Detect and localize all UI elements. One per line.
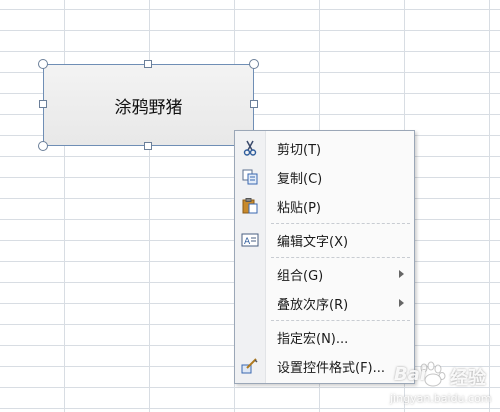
menu-item-label: 叠放次序(R) [277, 297, 349, 313]
baidu-watermark: Bai 经验 jingyan.baidu.com [384, 360, 500, 412]
resize-handle-top-left[interactable] [38, 59, 48, 69]
menu-separator [271, 320, 410, 321]
format-control-icon [241, 358, 258, 374]
menu-separator [271, 223, 410, 224]
menu-item-label: 复制(C) [277, 171, 323, 187]
svg-text:A: A [244, 237, 251, 247]
baidu-paw-icon [420, 361, 446, 387]
resize-handle-right[interactable] [250, 100, 258, 108]
resize-handle-top-right[interactable] [249, 59, 259, 69]
menu-item-label: 指定宏(N)... [277, 331, 349, 347]
submenu-arrow-icon [399, 270, 404, 278]
resize-handle-bottom[interactable] [144, 142, 152, 150]
watermark-brand: Bai [394, 364, 427, 385]
context-menu: 剪切(T) 复制(C) 粘贴(P) A 编辑文字(X) 组合(G) [234, 130, 415, 384]
menu-item-assign-macro[interactable]: 指定宏(N)... [235, 324, 414, 350]
menu-item-label: 粘贴(P) [277, 200, 321, 216]
menu-item-order[interactable]: 叠放次序(R) [235, 290, 414, 316]
menu-item-label: 编辑文字(X) [277, 234, 349, 250]
resize-handle-top[interactable] [144, 60, 152, 68]
submenu-arrow-icon [399, 299, 404, 307]
menu-separator [271, 257, 410, 258]
resize-handle-left[interactable] [39, 100, 47, 108]
menu-item-group[interactable]: 组合(G) [235, 261, 414, 287]
menu-item-label: 剪切(T) [277, 142, 322, 158]
edit-text-icon: A [241, 233, 259, 247]
menu-item-format-control[interactable]: 设置控件格式(F)... [235, 353, 414, 379]
paste-icon [242, 198, 258, 214]
menu-item-paste[interactable]: 粘贴(P) [235, 193, 414, 219]
menu-item-cut[interactable]: 剪切(T) [235, 135, 414, 161]
watermark-suffix: 经验 [450, 368, 486, 389]
resize-handle-bottom-left[interactable] [38, 141, 48, 151]
copy-icon [242, 169, 258, 185]
menu-item-label: 组合(G) [277, 268, 324, 284]
scissors-icon [243, 140, 257, 156]
text-box-control[interactable]: 涂鸦野猪 [43, 64, 254, 146]
menu-item-edit-text[interactable]: A 编辑文字(X) [235, 227, 414, 253]
text-box-label: 涂鸦野猪 [114, 97, 183, 118]
menu-item-copy[interactable]: 复制(C) [235, 164, 414, 190]
menu-item-label: 设置控件格式(F)... [277, 360, 386, 376]
watermark-url: jingyan.baidu.com [390, 392, 492, 405]
